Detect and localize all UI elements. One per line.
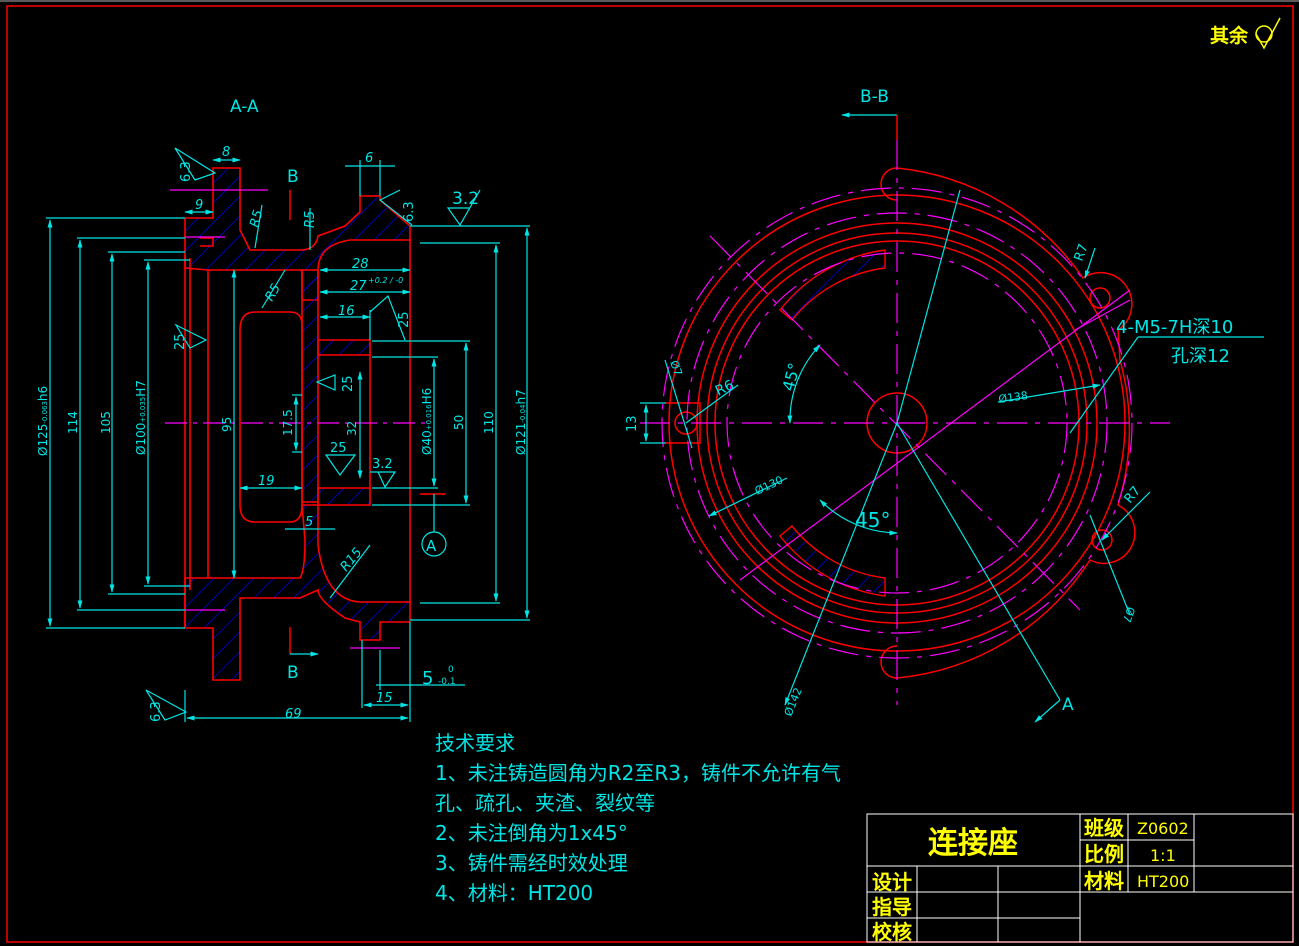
dim-d40: Ø40+0.016H6 xyxy=(420,388,434,455)
thread-note-line2: 孔深12 xyxy=(1171,346,1230,367)
tech-req-heading: 技术要求 xyxy=(435,731,515,755)
outer-contour xyxy=(896,167,1136,679)
dim-r7-b: R7 xyxy=(1122,484,1145,507)
scale-label: 比例 xyxy=(1084,842,1124,866)
dim-flange-step: 9 xyxy=(195,198,203,213)
dim-d100: Ø100+0.035H7 xyxy=(134,380,148,455)
cut-label-b-top: B xyxy=(287,167,299,187)
dim-110: 110 xyxy=(482,411,496,434)
dim-95: 95 xyxy=(220,417,234,432)
dim-16: 16 xyxy=(338,304,355,319)
dim-28: 28 xyxy=(352,257,369,272)
class-value: Z0602 xyxy=(1137,819,1189,838)
roughness-note-label: 其余 xyxy=(1210,24,1249,47)
dim-17-5: 17.5 xyxy=(281,409,295,436)
surface-finish-icon xyxy=(1255,17,1281,50)
dim-r5-c: R5 xyxy=(262,282,284,304)
tech-requirements: 技术要求 1、未注铸造圆角为R2至R3，铸件不允许有气 孔、疏孔、夹渣、裂纹等 … xyxy=(435,731,841,905)
hatch-slot-top xyxy=(779,249,886,321)
roughness-3-2-top: 3.2 xyxy=(452,189,479,209)
tech-req-item-1-cont: 孔、疏孔、夹渣、裂纹等 xyxy=(435,791,655,815)
dim-5-tol-group: 5 0 -0.1 xyxy=(422,665,456,689)
roughness-6-3-bottom: 6.3 xyxy=(149,701,164,722)
datum-label: A xyxy=(426,537,437,555)
part-name: 连接座 xyxy=(928,826,1018,861)
dim-angle-45-b: 45° xyxy=(855,508,890,532)
class-label: 班级 xyxy=(1084,816,1124,840)
roughness-25-bore: 25 xyxy=(341,375,356,392)
dim-d138: Ø138 xyxy=(998,389,1029,406)
dim-32: 32 xyxy=(345,421,359,436)
dim-105: 105 xyxy=(99,411,113,434)
scale-value: 1:1 xyxy=(1150,846,1176,865)
title-block: 连接座 班级 比例 材料 设计 指导 校核 Z0602 1:1 HT200 xyxy=(866,813,1294,944)
dim-69: 69 xyxy=(285,707,302,722)
dim-5: 5 xyxy=(305,515,313,530)
hatch-hub-bottom xyxy=(317,487,371,506)
dim-27: 27 xyxy=(350,279,367,294)
dim-15: 15 xyxy=(376,691,393,706)
dim-boss-width: 6 xyxy=(365,151,373,166)
thread-note-line1: 4-M5-7H深10 xyxy=(1116,317,1233,338)
dim-d7-b: Ø7 xyxy=(1120,605,1138,624)
section-bb-view: B-B A 45° 45° R6 Ø7 13 Ø130 Ø138 Ø142 R7… xyxy=(625,87,1264,723)
hatch-hub-top xyxy=(317,339,371,356)
dim-r15: R15 xyxy=(338,545,366,574)
dim-5b-tol-upper: 0 xyxy=(448,665,454,675)
section-aa-label: A-A xyxy=(230,97,259,117)
section-bb-label: B-B xyxy=(860,87,889,107)
dim-r5-b: R5 xyxy=(303,211,318,228)
dim-d7-a: Ø7 xyxy=(667,359,685,378)
tech-req-item-1: 1、未注铸造圆角为R2至R3，铸件不允许有气 xyxy=(435,761,841,785)
dim-angle-45-a: 45° xyxy=(779,361,805,393)
dim-d125: Ø125-0.063h6 xyxy=(36,386,50,456)
tech-req-item-4: 4、材料：HT200 xyxy=(435,881,593,905)
material-value: HT200 xyxy=(1137,872,1189,891)
dim-d121: Ø121-0.04h7 xyxy=(514,389,528,455)
hatch-bottom-flange xyxy=(184,504,411,681)
dim-114: 114 xyxy=(66,411,80,434)
roughness-25-lower: 25 xyxy=(330,441,347,456)
check-label: 校核 xyxy=(872,920,912,944)
drawing-border xyxy=(6,5,1294,943)
tech-req-item-2: 2、未注倒角为1x45° xyxy=(435,821,628,845)
roughness-6-3-top: 6.3 xyxy=(179,161,194,182)
dim-5b: 5 xyxy=(422,668,433,689)
roughness-6-3-boss: 6.3 xyxy=(402,201,417,222)
dim-50: 50 xyxy=(452,415,466,430)
roughness-25-left: 25 xyxy=(173,333,188,350)
material-label: 材料 xyxy=(1084,869,1124,893)
design-label: 设计 xyxy=(872,870,912,894)
window-top-bar xyxy=(0,0,1299,2)
section-mark-a: A xyxy=(1062,695,1074,715)
dim-27-group: 27 +0.2 / -0 xyxy=(350,276,403,294)
dim-19: 19 xyxy=(258,474,275,489)
datum-circle xyxy=(421,531,447,557)
guide-label: 指导 xyxy=(872,895,912,919)
hatch-slot-bottom xyxy=(779,525,886,597)
dim-d142: Ø142 xyxy=(782,686,805,718)
dim-13: 13 xyxy=(625,415,640,432)
dim-r7-a: R7 xyxy=(1072,242,1092,263)
dim-5b-tol-lower: -0.1 xyxy=(438,677,456,687)
general-roughness-note: 其余 xyxy=(1210,17,1281,50)
dim-top-width: 8 xyxy=(222,145,230,160)
dim-r6: R6 xyxy=(713,377,737,399)
roughness-25-hub: 25 xyxy=(397,311,412,328)
tech-req-item-3: 3、铸件需经时效处理 xyxy=(435,851,628,875)
roughness-3-2-lower: 3.2 xyxy=(372,457,393,472)
section-aa-view: A-A B B A 8 9 6 R5 R5 R5 R15 28 27 +0.2 … xyxy=(36,97,530,722)
dim-d130: Ø130 xyxy=(753,473,785,497)
dim-27-tol: +0.2 / -0 xyxy=(368,276,403,285)
cut-label-b-bottom: B xyxy=(287,663,299,683)
hatch-inner-wall xyxy=(301,269,319,503)
dim-r5-a: R5 xyxy=(247,208,266,229)
